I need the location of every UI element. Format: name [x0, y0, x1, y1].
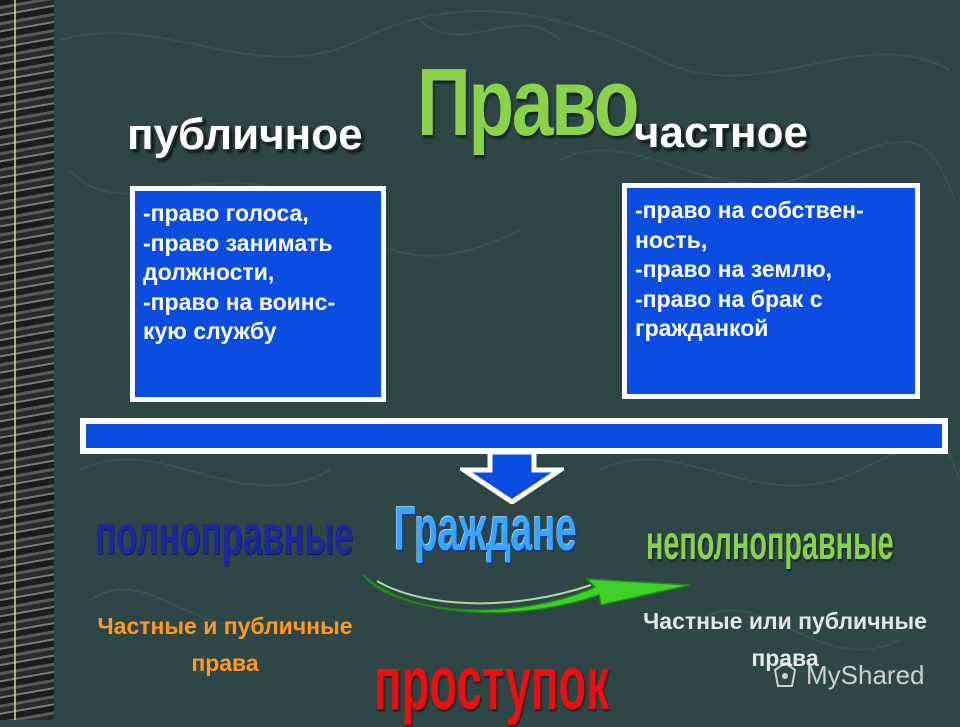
curved-arrow-icon	[362, 574, 692, 614]
private-law-label: частное	[634, 108, 808, 157]
private-rights-line: ность,	[635, 226, 708, 253]
public-rights-box: -право голоса, -право занимать должности…	[130, 186, 386, 402]
partial-rights-note: Частные или публичные права	[643, 608, 927, 671]
decorative-edge-strip	[0, 0, 54, 720]
watermark-text: MyShared	[806, 659, 925, 690]
public-rights-line: -право занимать	[143, 229, 333, 256]
down-arrow-icon	[460, 452, 564, 504]
private-rights-box: -право на собствен- ность, -право на зем…	[622, 183, 920, 399]
private-rights-line: -право на собствен-	[635, 197, 864, 223]
full-rights-note: Частные и публичные права	[97, 613, 353, 676]
watermark: MyShared	[770, 660, 925, 690]
private-rights-line: -право на брак с	[635, 285, 823, 312]
private-rights-line: гражданкой	[635, 315, 769, 341]
partial-citizens-label: неполноправные	[646, 517, 894, 570]
public-rights-line: кую службу	[143, 318, 277, 344]
connector-bar-fill	[86, 424, 942, 448]
public-rights-line: должности,	[143, 259, 275, 285]
public-rights-list: -право голоса, -право занимать должности…	[135, 191, 381, 397]
decorative-edge-line	[14, 0, 16, 720]
offense-label: проступок	[374, 641, 610, 726]
private-rights-list: -право на собствен- ность, -право на зем…	[627, 188, 915, 394]
full-citizens-label: полноправные	[95, 503, 354, 566]
public-rights-line: -право на воинс-	[143, 288, 336, 315]
watermark-logo-icon	[773, 661, 797, 687]
connector-bar	[80, 418, 948, 454]
private-rights-line: -право на землю,	[635, 256, 833, 282]
public-rights-line: -право голоса,	[143, 200, 309, 226]
public-law-label: публичное	[127, 110, 363, 159]
slide-title: Право	[417, 49, 640, 156]
citizens-label: Граждане	[394, 495, 577, 564]
